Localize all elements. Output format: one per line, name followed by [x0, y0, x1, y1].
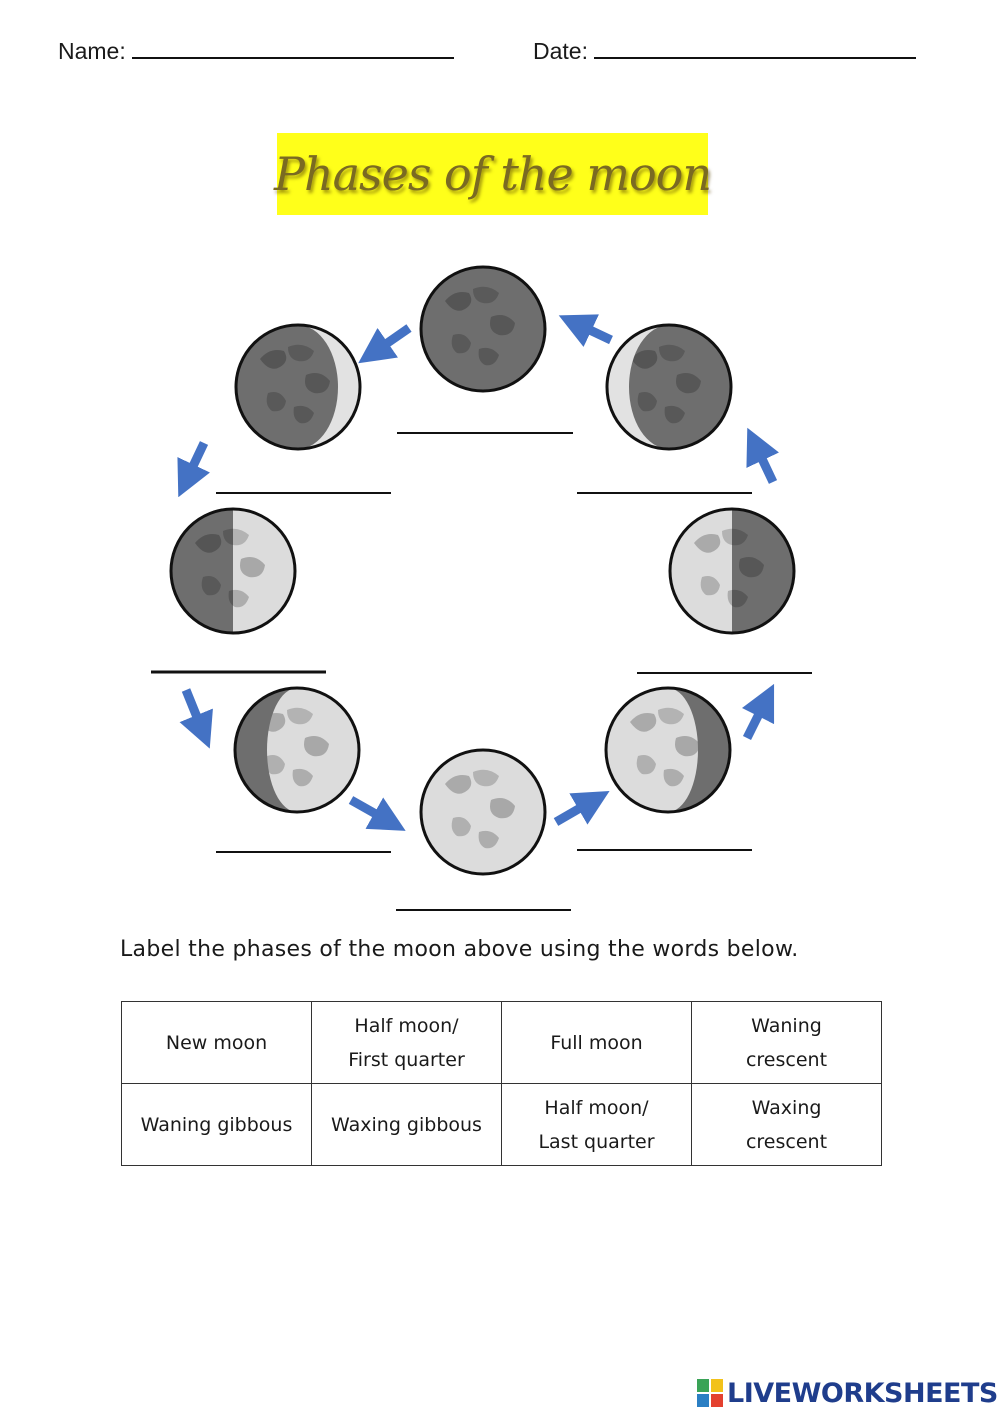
answer-lines	[151, 432, 812, 911]
date-field[interactable]: Date:	[533, 38, 916, 65]
word-bank-cell: Half moon/Last quarter	[501, 1083, 692, 1166]
name-field[interactable]: Name:	[58, 38, 454, 65]
word-bank-cell: Half moon/First quarter	[311, 1001, 502, 1084]
moon-phase-diagram	[151, 265, 812, 911]
moon-phase-icon	[419, 265, 547, 393]
word-bank-cell: Full moon	[501, 1001, 692, 1084]
arrow-icon	[177, 441, 210, 498]
liveworksheets-logo-icon	[697, 1379, 723, 1407]
word-bank-cell: New moon	[121, 1001, 312, 1084]
brand-name: LIVEWORKSHEETS	[727, 1377, 998, 1409]
moon-phase-icon	[605, 323, 733, 451]
table-row: Waning gibbous Waxing gibbous Half moon/…	[121, 1083, 882, 1166]
moon-phase-icon	[419, 748, 547, 876]
table-row: New moon Half moon/First quarter Full mo…	[121, 1001, 882, 1084]
arrow-icon	[179, 688, 213, 749]
word-bank-cell: Waning gibbous	[121, 1083, 312, 1166]
arrows	[177, 314, 779, 831]
word-bank-table: New moon Half moon/First quarter Full mo…	[121, 1001, 882, 1166]
moon-phase-icon	[604, 686, 732, 814]
name-label: Name:	[58, 38, 126, 64]
arrow-icon	[348, 796, 406, 831]
title-highlight: Phases of the moon	[274, 133, 712, 215]
liveworksheets-brand[interactable]: LIVEWORKSHEETS	[697, 1376, 998, 1410]
name-blank-line[interactable]	[131, 39, 454, 59]
arrow-icon	[553, 790, 610, 826]
moon-phase-icon	[234, 323, 362, 451]
moon-phase-icon	[668, 507, 796, 635]
page-title: Phases of the moon	[274, 147, 712, 201]
moon-phase-icon	[169, 507, 297, 635]
moon-phase-icon	[233, 686, 361, 814]
date-label: Date:	[533, 38, 588, 64]
arrow-icon	[741, 683, 775, 741]
arrow-icon	[746, 427, 779, 484]
arrow-icon	[358, 324, 412, 364]
instruction-text: Label the phases of the moon above using…	[120, 937, 799, 962]
date-blank-line[interactable]	[593, 39, 916, 59]
word-bank-cell: Waxing gibbous	[311, 1083, 502, 1166]
arrow-icon	[558, 314, 613, 347]
